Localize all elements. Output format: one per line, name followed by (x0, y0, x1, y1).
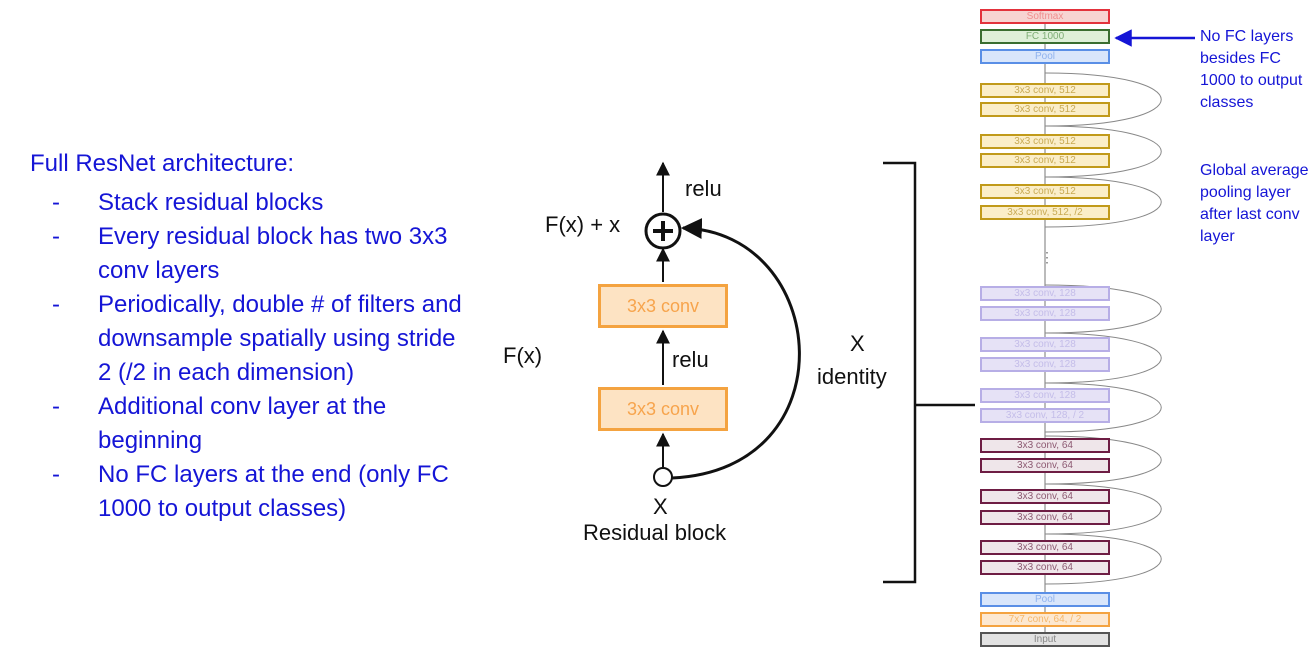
fx-label: F(x) (503, 343, 543, 368)
layer-conv-64: 3x3 conv, 64 (980, 560, 1110, 575)
layer-conv-64: 3x3 conv, 64 (980, 458, 1110, 473)
block-bracket (883, 161, 975, 584)
bullet-text: Every residual block has two 3x3 conv la… (98, 223, 448, 284)
layer-conv-512: 3x3 conv, 512 (980, 83, 1110, 98)
layer-conv-128: 3x3 conv, 128 (980, 388, 1110, 403)
sum-label: F(x) + x (545, 212, 621, 237)
layer-conv-512-stride: 3x3 conv, 512, /2 (980, 205, 1110, 220)
layer-fc: FC 1000 (980, 29, 1110, 44)
layer-conv-64: 3x3 conv, 64 (980, 438, 1110, 453)
layer-conv-512: 3x3 conv, 512 (980, 153, 1110, 168)
stack-ellipsis: ⋮ (1040, 249, 1054, 265)
architecture-title: Full ResNet architecture: (30, 150, 295, 177)
layer-conv-64: 3x3 conv, 64 (980, 510, 1110, 525)
bullet-text: Stack residual blocks (98, 189, 324, 216)
layer-conv-512: 3x3 conv, 512 (980, 134, 1110, 149)
skip-x-label: X (850, 331, 865, 356)
layer-conv-7x7: 7x7 conv, 64, / 2 (980, 612, 1110, 627)
layer-conv-128-stride: 3x3 conv, 128, / 2 (980, 408, 1110, 423)
conv-block-label: 3x3 conv (626, 295, 700, 316)
plus-icon (644, 212, 682, 250)
bullet-item: -No FC layers at the end (only FC 1000 t… (52, 461, 449, 522)
layer-conv-64: 3x3 conv, 64 (980, 489, 1110, 504)
layer-conv-512: 3x3 conv, 512 (980, 184, 1110, 199)
architecture-bullet-list: -Stack residual blocks -Every residual b… (52, 186, 472, 526)
gap-note: Global average pooling layer after last … (1200, 162, 1309, 245)
layer-conv-64: 3x3 conv, 64 (980, 540, 1110, 555)
bullet-item: -Stack residual blocks (52, 189, 324, 216)
layer-conv-128: 3x3 conv, 128 (980, 357, 1110, 372)
fc-note: No FC layers besides FC 1000 to output c… (1200, 28, 1303, 111)
identity-skip-arrow (671, 218, 801, 480)
bullet-item: -Periodically, double # of filters and d… (52, 291, 462, 386)
bullet-text: Periodically, double # of filters and do… (98, 291, 462, 386)
layer-pool: Pool (980, 49, 1110, 64)
conv-block-bottom: 3x3 conv (598, 387, 728, 431)
x-input-label: X (653, 494, 668, 519)
layer-conv-128: 3x3 conv, 128 (980, 337, 1110, 352)
residual-block-caption: Residual block (583, 520, 727, 545)
input-node (653, 467, 673, 487)
conv-block-label: 3x3 conv (626, 398, 700, 419)
bullet-text: No FC layers at the end (only FC 1000 to… (98, 461, 449, 522)
layer-conv-512: 3x3 conv, 512 (980, 102, 1110, 117)
layer-conv-128: 3x3 conv, 128 (980, 286, 1110, 301)
layer-conv-128: 3x3 conv, 128 (980, 306, 1110, 321)
layer-input: Input (980, 632, 1110, 647)
layer-pool: Pool (980, 592, 1110, 607)
stack-skip-arcs (1044, 72, 1162, 585)
identity-label: identity (817, 364, 887, 389)
layer-softmax: Softmax (980, 9, 1110, 24)
conv-block-top: 3x3 conv (598, 284, 728, 328)
bullet-item: -Every residual block has two 3x3 conv l… (52, 223, 448, 284)
bullet-item: -Additional conv layer at the beginning (52, 393, 387, 454)
relu-mid-label: relu (672, 347, 709, 372)
relu-top-label: relu (685, 176, 722, 201)
bullet-text: Additional conv layer at the beginning (98, 393, 387, 454)
